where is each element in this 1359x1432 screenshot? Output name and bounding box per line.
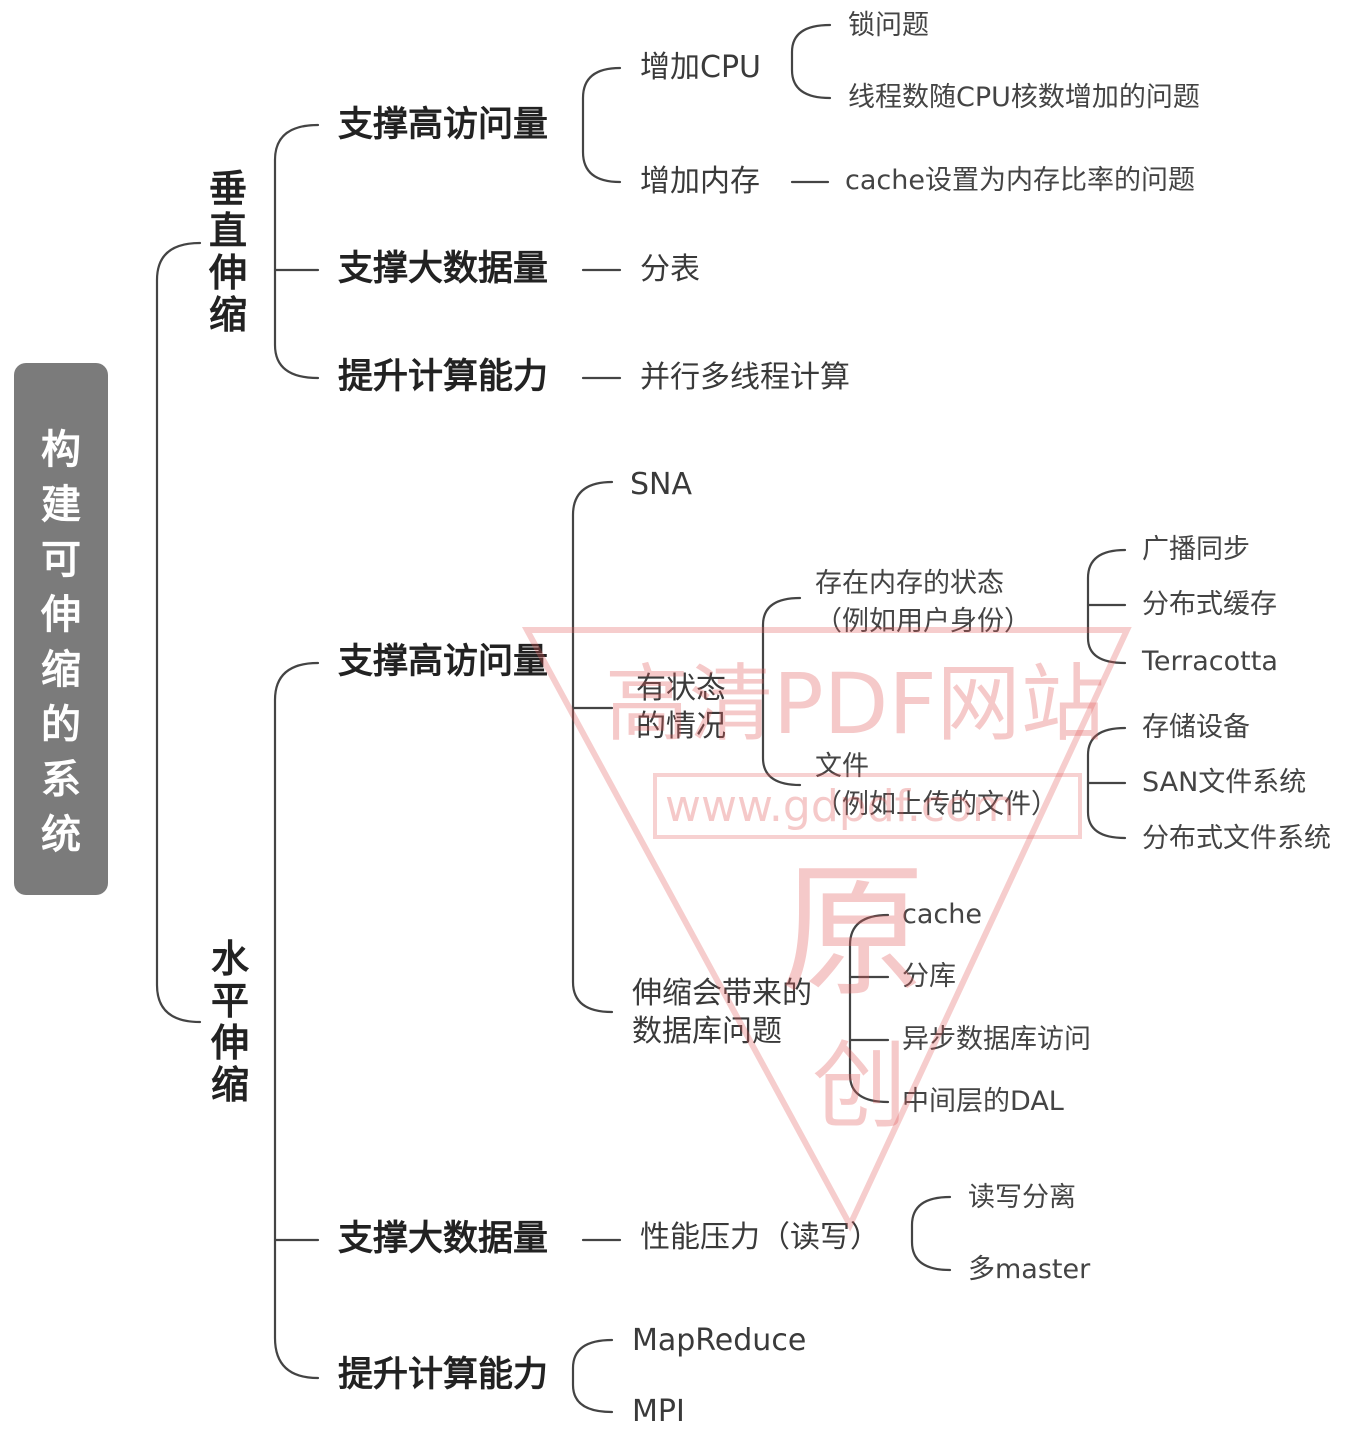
horizontal-bracket: [273, 661, 320, 1380]
db-cache-label: cache: [902, 899, 982, 930]
memory-state-label: 存在内存的状态 （例如用户身份）: [815, 568, 1031, 637]
mapreduce-label: MapReduce: [632, 1323, 807, 1358]
cache-ratio-issue-label: cache设置为内存比率的问题: [845, 165, 1195, 196]
vertical-compute-label: 提升计算能力: [338, 357, 549, 397]
thread-count-issue-label: 线程数随CPU核数增加的问题: [848, 82, 1200, 113]
mpi-label: MPI: [632, 1394, 685, 1429]
memory-state-bracket: [1086, 548, 1127, 665]
middle-dal-label: 中间层的DAL: [902, 1086, 1064, 1117]
db-sharding-label: 分库: [902, 961, 956, 992]
stateful-label: 有状态 的情况: [636, 671, 726, 744]
distributed-fs-label: 分布式文件系统: [1142, 823, 1331, 854]
broadcast-sync-label: 广播同步: [1142, 534, 1250, 565]
parallel-compute-label: 并行多线程计算: [640, 360, 850, 395]
lock-issue-label: 锁问题: [848, 10, 929, 41]
rw-split-label: 读写分离: [968, 1182, 1076, 1213]
cpu-bracket: [790, 23, 832, 100]
storage-device-label: 存储设备: [1142, 712, 1250, 743]
terracotta-label: Terracotta: [1142, 646, 1278, 677]
horizontal-scaling-label: 水 平 伸 缩: [210, 937, 249, 1107]
multi-master-label: 多master: [968, 1254, 1091, 1285]
db-problems-label: 伸缩会带来的 数据库问题: [632, 976, 812, 1049]
compute-bracket: [571, 1338, 614, 1414]
vertical-scaling-label: 垂 直 伸 缩: [208, 167, 247, 337]
add-memory-label: 增加内存: [640, 164, 760, 199]
file-state-label: 文件 （例如上传的文件）: [815, 751, 1058, 820]
pressure-bracket: [910, 1195, 952, 1272]
root-node: [14, 363, 108, 895]
stateful-bracket: [761, 596, 802, 787]
root-label: 构 建 可 伸 缩 的 系 统: [41, 427, 81, 858]
vertical-data-label: 支撑大数据量: [338, 249, 549, 289]
vertical-bracket: [273, 123, 320, 380]
distributed-cache-label: 分布式缓存: [1142, 589, 1277, 620]
async-db-access-label: 异步数据库访问: [902, 1024, 1091, 1055]
horizontal-access-label: 支撑高访问量: [338, 642, 549, 682]
horizontal-access-bracket: [571, 480, 614, 1014]
db-bracket: [848, 913, 890, 1104]
pressure-label: 性能压力（读写）: [640, 1220, 880, 1255]
add-cpu-label: 增加CPU: [640, 50, 761, 85]
san-fs-label: SAN文件系统: [1142, 767, 1307, 798]
vertical-access-label: 支撑高访问量: [338, 105, 549, 145]
split-table-label: 分表: [640, 252, 700, 287]
vertical-access-bracket: [581, 66, 622, 184]
horizontal-compute-label: 提升计算能力: [338, 1355, 549, 1395]
horizontal-data-label: 支撑大数据量: [338, 1219, 549, 1259]
sna-label: SNA: [630, 467, 693, 502]
root-connector: [155, 241, 202, 1024]
